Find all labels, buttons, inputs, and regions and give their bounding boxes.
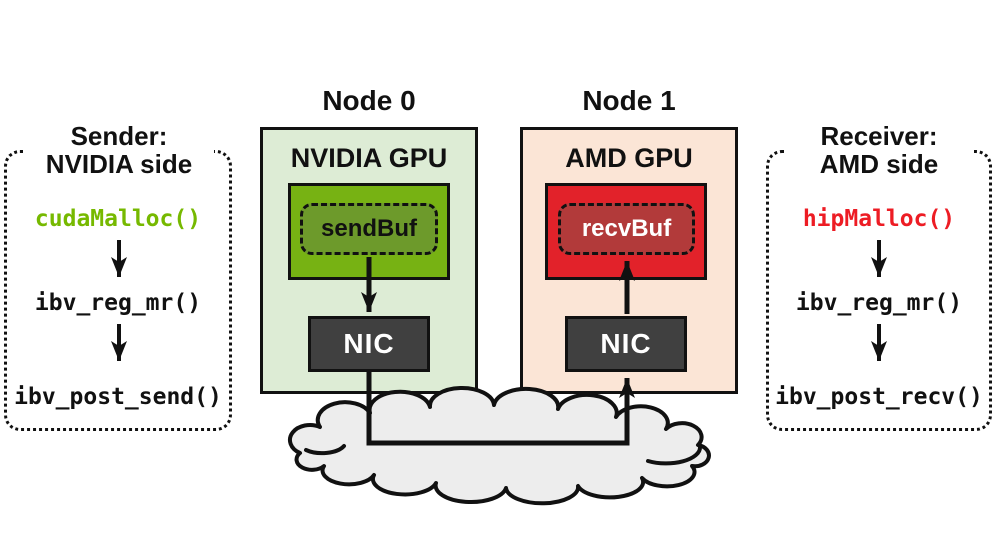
node1-nic-label: NIC bbox=[600, 328, 652, 359]
sender-panel-title-line1: Sender: bbox=[70, 121, 168, 151]
sendbuf-box: sendBuf bbox=[300, 203, 438, 255]
node1-nic-box: NIC bbox=[565, 316, 687, 372]
receiver-panel-title-line2: AMD side bbox=[819, 149, 939, 179]
sender-panel-title: Sender: NVIDIA side bbox=[24, 122, 214, 178]
node0-title: Node 0 bbox=[322, 85, 416, 116]
receiver-panel bbox=[766, 150, 992, 431]
network-cloud bbox=[288, 386, 711, 506]
sender-step-cudamalloc: cudaMalloc() bbox=[34, 206, 202, 232]
cloud-detail-left bbox=[304, 444, 346, 456]
node0-nic-label: NIC bbox=[343, 328, 395, 359]
sendbuf-label: sendBuf bbox=[321, 215, 417, 242]
sender-step-ibv-reg-mr: ibv_reg_mr() bbox=[34, 290, 202, 316]
sender-step-ibv-post-send: ibv_post_send() bbox=[14, 384, 222, 410]
receiver-panel-title-line1: Receiver: bbox=[820, 121, 938, 151]
cloud-detail-right bbox=[646, 445, 702, 466]
sender-panel bbox=[4, 150, 232, 431]
node0-gpu-label: NVIDIA GPU bbox=[290, 143, 448, 173]
sender-panel-title-line2: NVIDIA side bbox=[45, 149, 193, 179]
receiver-panel-title: Receiver: AMD side bbox=[784, 122, 974, 178]
node1-title: Node 1 bbox=[582, 85, 676, 116]
recvbuf-label: recvBuf bbox=[581, 215, 672, 242]
receiver-step-ibv-post-recv: ibv_post_recv() bbox=[775, 384, 983, 410]
recvbuf-box: recvBuf bbox=[558, 203, 695, 255]
node1-gpu-label: AMD GPU bbox=[565, 143, 693, 173]
receiver-step-ibv-reg-mr: ibv_reg_mr() bbox=[795, 290, 963, 316]
node0-nic-box: NIC bbox=[308, 316, 430, 372]
receiver-step-hipmalloc: hipMalloc() bbox=[802, 206, 956, 232]
